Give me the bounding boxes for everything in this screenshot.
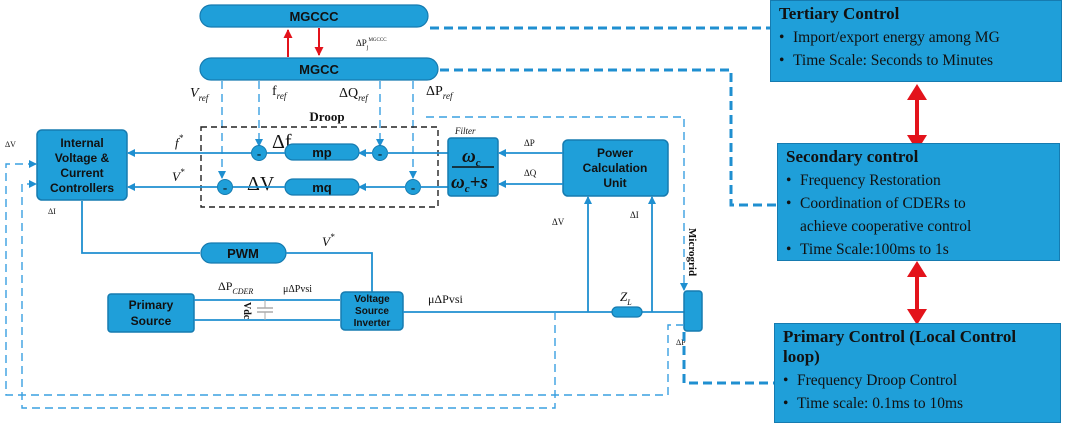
dc-capacitor-icon bbox=[257, 300, 273, 320]
pwm-label: PWM bbox=[227, 246, 259, 261]
microgrid-bus bbox=[683, 290, 703, 332]
mgccc-label: MGCCC bbox=[289, 9, 339, 24]
tertiary-control-list: Import/export energy among MG Time Scale… bbox=[779, 26, 1053, 72]
tertiary-control-title: Tertiary Control bbox=[779, 4, 900, 23]
filter-denominator: ωc+s bbox=[451, 172, 488, 195]
primary-source-block bbox=[107, 293, 195, 333]
fref-label: fref bbox=[272, 84, 288, 101]
power-calc-label-2: Calculation bbox=[583, 161, 648, 175]
primary-link bbox=[682, 332, 774, 385]
svg-text:-: - bbox=[411, 180, 415, 195]
outer-feedback-loop bbox=[5, 160, 684, 396]
svg-text:-: - bbox=[257, 146, 261, 161]
dp-mgccc-label: ΔPjMGCCC bbox=[356, 38, 387, 51]
dqref-label: ΔQref bbox=[339, 86, 369, 103]
secondary-control-box: Secondary control Frequency Restoration … bbox=[777, 143, 1060, 261]
vsi-label-2: Source bbox=[355, 306, 389, 317]
dp-out-label: ΔP bbox=[524, 138, 535, 148]
primary-source-label-1: Primary bbox=[129, 298, 174, 312]
av-label: ΔV bbox=[5, 140, 16, 149]
secondary-item-continued: achieve cooperative control bbox=[800, 218, 972, 235]
inner-feedback-loop bbox=[21, 180, 556, 409]
internal-controllers-block bbox=[36, 129, 128, 201]
primary-control-list: Frequency Droop Control Time scale: 0.1m… bbox=[783, 369, 1052, 415]
secondary-primary-arrow bbox=[907, 261, 927, 325]
dp-cder-label: ΔPCDER bbox=[218, 279, 253, 296]
tertiary-item: Time Scale: Seconds to Minutes bbox=[779, 49, 1053, 72]
sum-junction-v1: - bbox=[217, 179, 233, 195]
line-impedance-block bbox=[611, 306, 643, 318]
filter-label: Filter bbox=[454, 126, 476, 136]
vsi-label-3: Inverter bbox=[354, 318, 391, 329]
mgccc-block bbox=[199, 4, 429, 28]
ai-label: ΔI bbox=[48, 207, 56, 216]
tertiary-control-box: Tertiary Control Import/export energy am… bbox=[770, 0, 1062, 82]
delta-v-label: ΔV bbox=[247, 173, 275, 195]
droop-box bbox=[200, 126, 439, 208]
mgcc-block bbox=[199, 57, 439, 81]
mu-dp-vsi-small-label: μΔPvsi bbox=[283, 284, 312, 295]
secondary-item: Time Scale:100ms to 1s bbox=[786, 238, 1051, 261]
di-meas-label: ΔI bbox=[630, 210, 639, 220]
microgrid-label: Microgrid bbox=[686, 228, 698, 276]
sum-junction-v2: - bbox=[405, 179, 421, 195]
power-calc-label-1: Power bbox=[597, 146, 633, 160]
f-star-label: f* bbox=[175, 133, 184, 150]
vsi-label-1: Voltage bbox=[354, 294, 390, 305]
internal-controllers-label-1: Internal bbox=[60, 136, 103, 150]
mgcc-to-microgrid-link bbox=[426, 116, 688, 291]
secondary-item: Coordination of CDERs to bbox=[786, 192, 1051, 215]
mu-dp-vsi-label: μΔPvsi bbox=[428, 292, 463, 306]
mp-label: mp bbox=[312, 145, 332, 160]
mgcc-label: MGCC bbox=[299, 62, 339, 77]
vdc-label: Vdc bbox=[241, 302, 252, 320]
v-star-label: V* bbox=[172, 167, 185, 184]
primary-item: Frequency Droop Control bbox=[783, 369, 1052, 392]
svg-text:-: - bbox=[378, 146, 382, 161]
primary-source-label-2: Source bbox=[131, 314, 172, 328]
dpref-label: ΔPref bbox=[426, 84, 454, 101]
power-calc-label-3: Unit bbox=[603, 176, 626, 190]
secondary-item: Frequency Restoration bbox=[786, 169, 1051, 192]
mq-label: mq bbox=[312, 180, 332, 195]
dv-meas-label: ΔV bbox=[552, 217, 565, 227]
internal-controllers-label-4: Controllers bbox=[50, 181, 114, 195]
secondary-control-title: Secondary control bbox=[786, 147, 919, 166]
secondary-link bbox=[440, 68, 776, 207]
vref-label: Vref bbox=[190, 86, 210, 103]
primary-item: Time scale: 0.1ms to 10ms bbox=[783, 392, 1052, 415]
droop-label: Droop bbox=[309, 109, 344, 124]
dq-out-label: ΔQ bbox=[524, 168, 537, 178]
tertiary-item: Import/export energy among MG bbox=[779, 26, 1053, 49]
svg-text:-: - bbox=[223, 180, 227, 195]
vsi-block bbox=[340, 291, 404, 331]
primary-control-box: Primary Control (Local Control loop) Fre… bbox=[774, 323, 1061, 423]
v-star-pwm-label: V* bbox=[322, 232, 335, 249]
sum-junction-f2: - bbox=[372, 145, 388, 161]
internal-controllers-label-2: Voltage & bbox=[55, 151, 110, 165]
primary-control-title: Primary Control (Local Control loop) bbox=[783, 327, 1017, 366]
tertiary-secondary-arrow bbox=[907, 84, 927, 151]
secondary-control-list: Frequency Restoration Coordination of CD… bbox=[786, 169, 1051, 261]
dp-bottom-label: ΔP bbox=[676, 338, 686, 347]
internal-controllers-label-3: Current bbox=[60, 166, 103, 180]
zl-label: ZL bbox=[620, 289, 632, 307]
internal-to-pwm-line bbox=[81, 201, 200, 254]
power-calc-block bbox=[562, 139, 669, 197]
pwm-to-vsi-line bbox=[286, 252, 373, 292]
sum-junction-f1: - bbox=[251, 145, 267, 161]
filter-numerator: ωc bbox=[462, 146, 481, 169]
